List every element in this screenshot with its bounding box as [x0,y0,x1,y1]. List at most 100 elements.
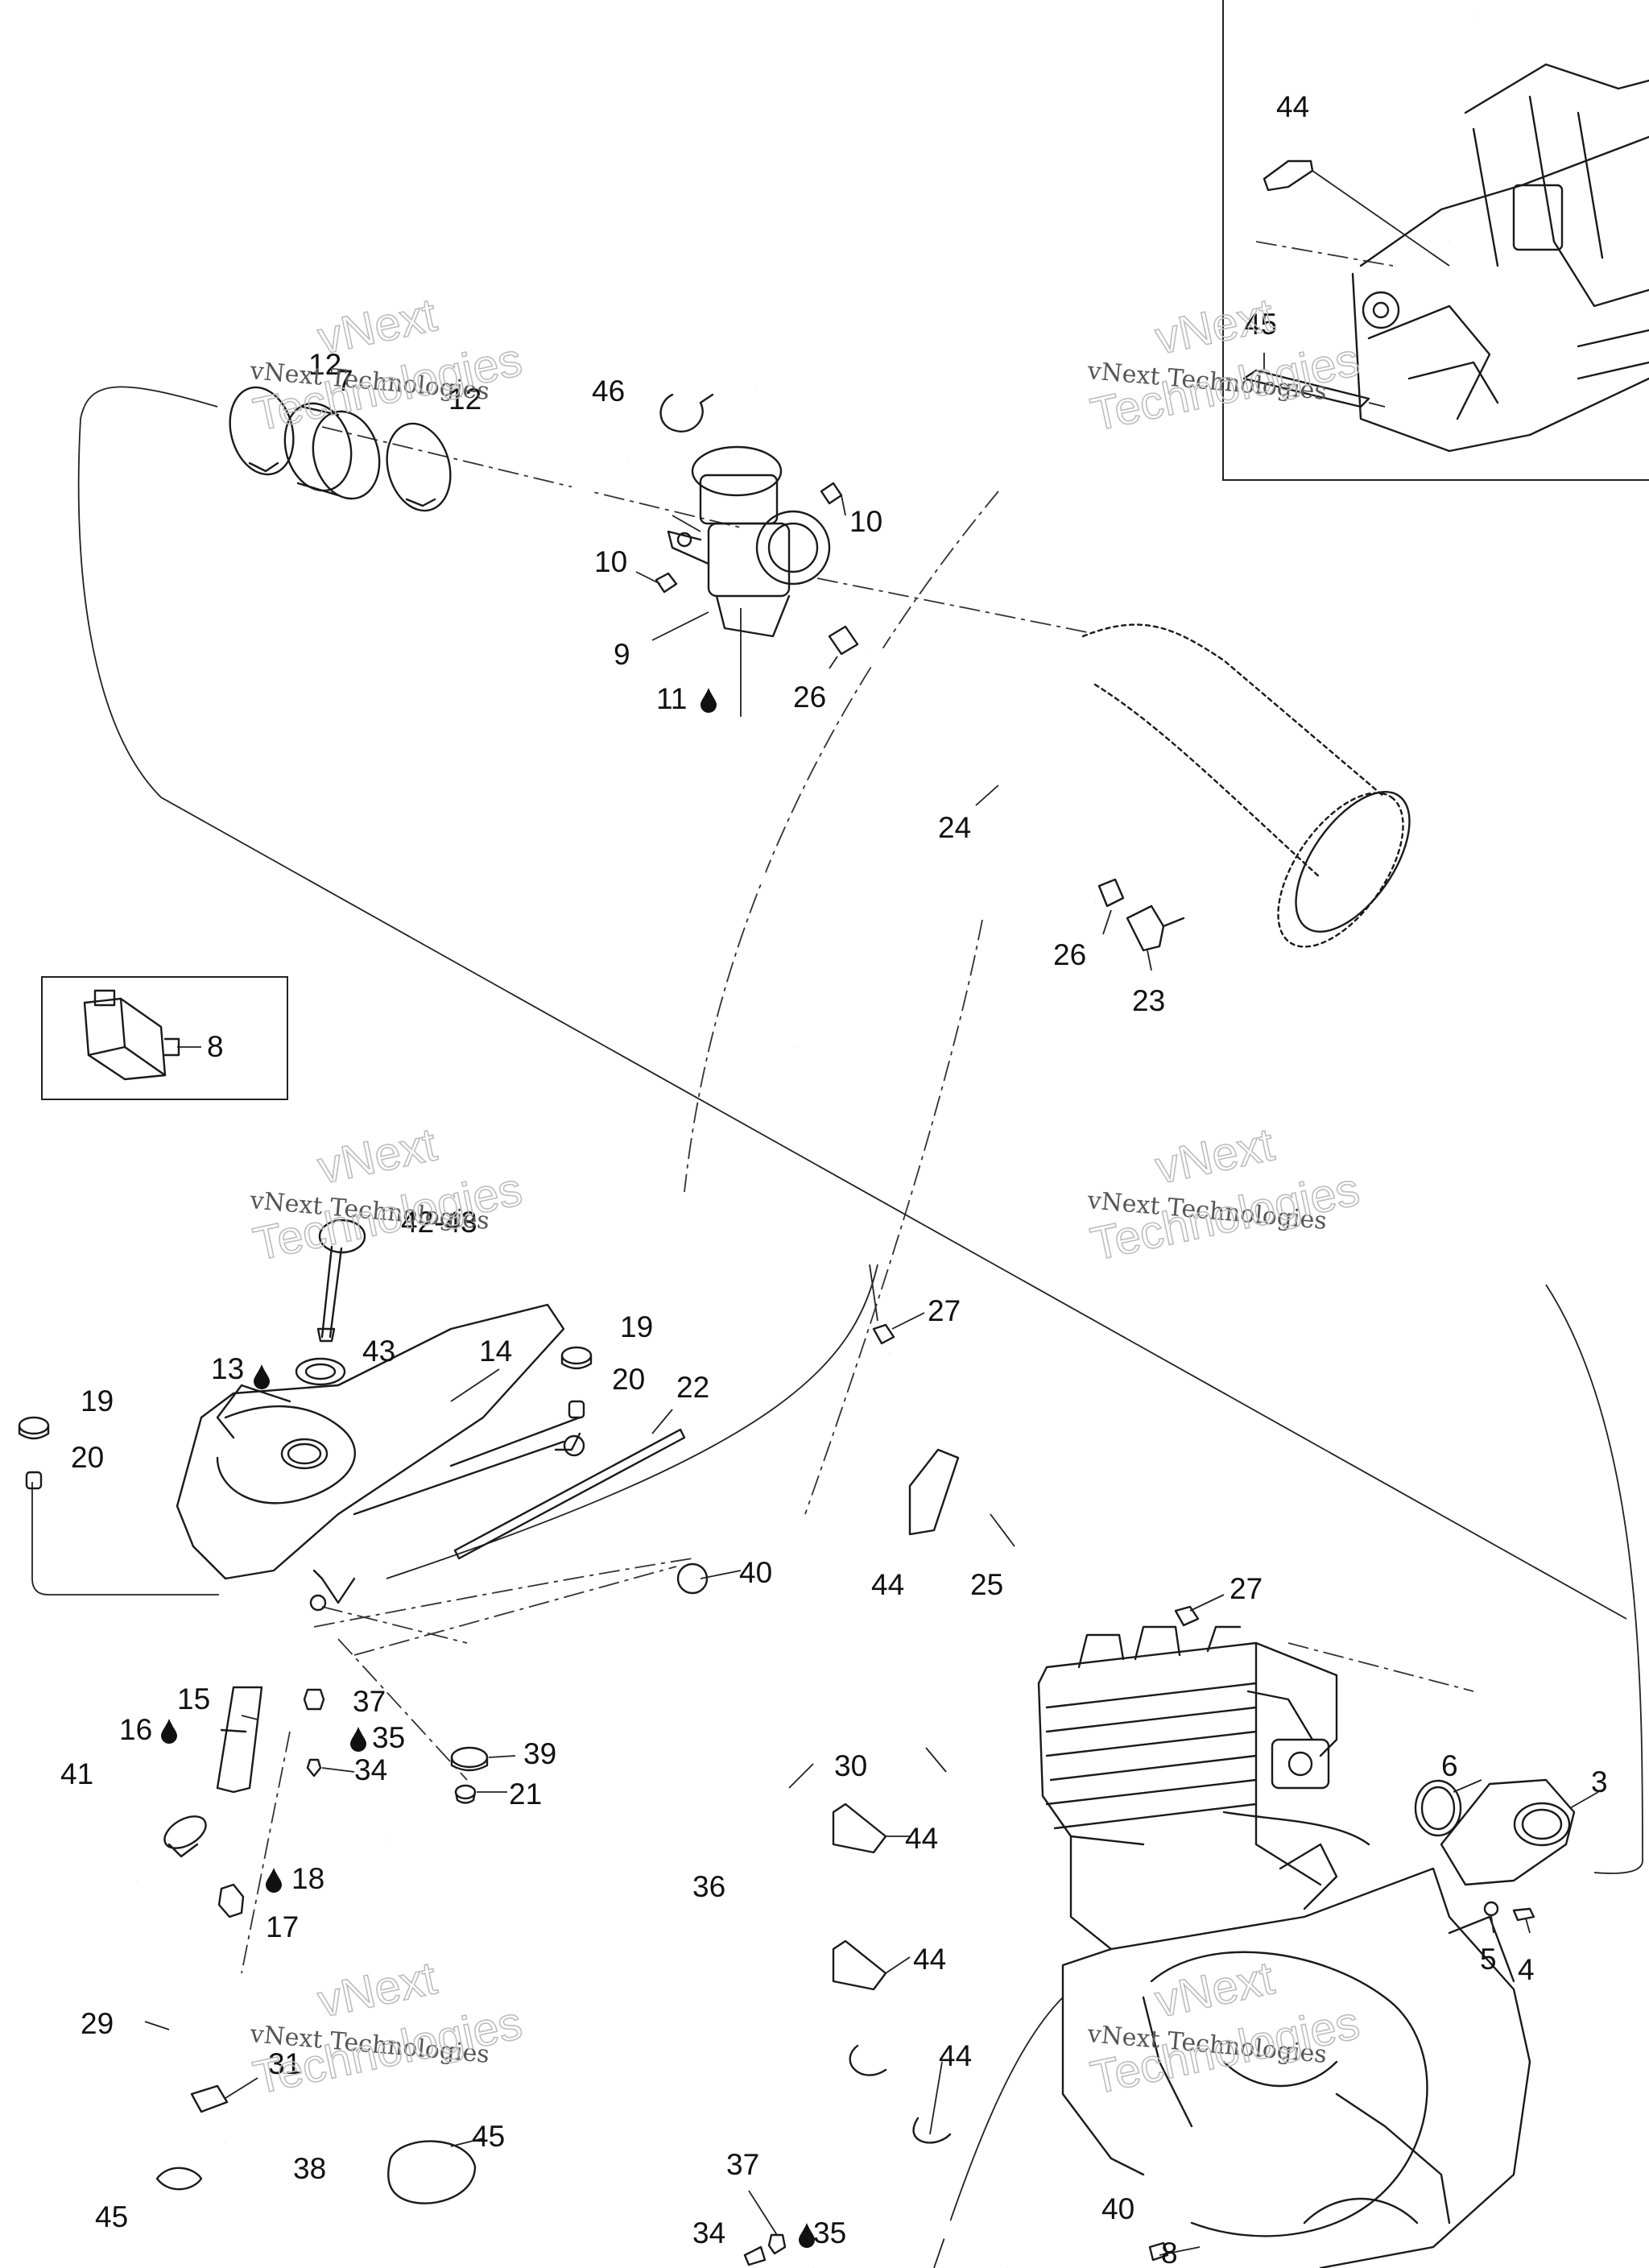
callout-20b: 20 [612,1363,645,1396]
callout-36: 36 [692,1870,725,1903]
callout-44e: 44 [939,2039,972,2072]
callout-38: 38 [293,2152,326,2185]
callout-40b: 40 [1101,2192,1134,2225]
callout-30: 30 [834,1749,867,1782]
oil-drop-icon [266,1868,282,1893]
callout-8b: 8 [1161,2237,1178,2268]
part-5-washer [1483,1901,1499,1917]
oil-drop-icon [161,1719,177,1744]
callout-37a: 37 [353,1685,386,1718]
oil-drop-icon [350,1727,366,1752]
callout-10b: 10 [594,545,627,578]
part-10b-clamp [655,572,678,594]
part-44b-clip [908,1448,960,1536]
callout-37b: 37 [726,2148,759,2181]
inset-engine-box [1222,0,1649,481]
part-27b-clamp [1174,1605,1200,1627]
callout-29: 29 [81,2007,114,2040]
callout-11: 11 [656,682,687,715]
callout-44: 44 [1276,90,1309,123]
callout-15: 15 [177,1682,210,1715]
callout-41: 41 [60,1757,93,1790]
part-44c-clip [832,1802,887,1854]
callout-43: 43 [362,1335,395,1368]
part-34b-fitting [743,2245,767,2266]
part-45-strip [1242,369,1370,408]
callout-19a: 19 [81,1384,114,1418]
callout-31: 31 [268,2047,301,2080]
callout-18: 18 [291,1862,324,1895]
part-26-clamp [828,625,859,656]
part-26b-clamp [1097,878,1125,908]
part-27-clamp [872,1323,895,1345]
part-39-grommet [450,1746,489,1769]
air-intake-duct [1081,623,1411,948]
callout-34b: 34 [692,2216,725,2249]
callout-45: 45 [1244,308,1277,341]
part-45b-clip [155,2167,203,2191]
part-19-grommet [18,1416,50,1435]
callout-23: 23 [1132,984,1165,1017]
callout-45b: 45 [472,2120,505,2153]
part-31-clamp [190,2084,229,2113]
callout-19b: 19 [620,1310,653,1343]
part-40-clamp [676,1562,709,1595]
part-44d-clip [832,1939,887,1991]
callout-9: 9 [614,638,630,671]
callout-10a: 10 [849,505,882,538]
leader-lines [144,495,1599,2236]
callout-42-43: 42-43 [401,1206,477,1239]
callout-40a: 40 [739,1556,772,1589]
part-15-fitting [216,1686,263,1794]
part-4-bolt [1512,1907,1535,1922]
part-22-strip [453,1428,686,1560]
part-34-fitting [306,1758,322,1778]
part-41-clamp [163,1815,207,1849]
engine-assembly [1037,1625,1531,2268]
part-8-module [83,989,180,1081]
part-19b-grommet [560,1346,593,1365]
callout-45c: 45 [95,2200,128,2233]
part-46-clip [659,393,714,432]
callout-44c: 44 [905,1822,938,1855]
guide-lines [241,241,1474,1974]
callout-44b: 44 [871,1568,904,1601]
part-21-spacer [454,1784,477,1800]
callout-34a: 34 [354,1753,387,1786]
callout-13: 13 [211,1352,244,1385]
part-45c-clip [387,2140,477,2204]
callout-26b: 26 [1053,938,1086,971]
part-37b-nut [767,2233,787,2255]
part-17-plug [217,1883,245,1918]
callout-12b: 12 [448,383,481,416]
part-44-clip [1263,159,1314,192]
callout-35a: 35 [372,1721,405,1754]
callout-3: 3 [1591,1765,1608,1798]
oil-drop-icon [254,1364,270,1389]
callout-44d: 44 [913,1943,946,1976]
callout-12: 12 [308,348,341,381]
part-44e-clip [849,2044,887,2076]
connector-lines [31,386,1643,2268]
callout-22: 22 [676,1371,709,1404]
callout-8: 8 [207,1030,224,1063]
callout-21: 21 [509,1778,542,1811]
callout-39: 39 [523,1737,556,1770]
callout-25: 25 [970,1568,1003,1601]
part-23-elbow [1126,904,1165,952]
part-43-gasket [295,1357,346,1386]
callout-20a: 20 [71,1441,104,1474]
lubrication-icons [161,688,815,2248]
part-6-o-ring [1414,1779,1462,1837]
callout-6: 6 [1441,1749,1458,1782]
part-20b-spacer [568,1400,585,1419]
